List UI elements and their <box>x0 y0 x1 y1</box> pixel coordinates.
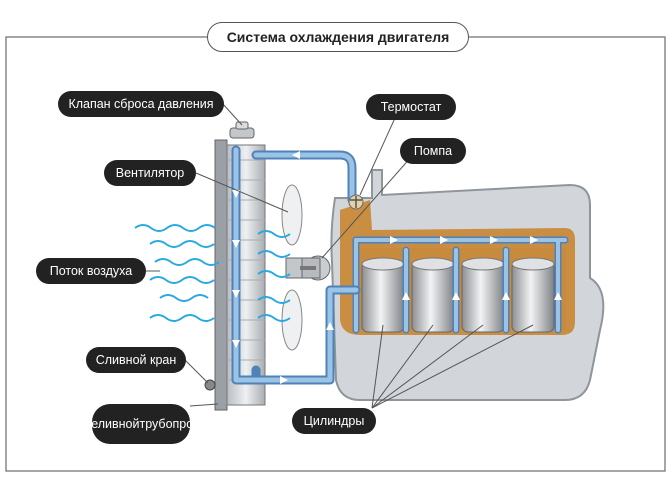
cylinder-2 <box>411 261 455 333</box>
label-drain-valve: Сливной кран <box>86 347 186 373</box>
channel-arrows <box>390 236 562 300</box>
airflow-waves <box>134 224 291 322</box>
coolant-hoses <box>231 145 361 385</box>
label-pump: Помпа <box>400 138 466 164</box>
hose-arrows <box>232 151 334 384</box>
diagram-title: Система охлаждения двигателя <box>207 22 469 52</box>
cylinder-2-top <box>411 257 455 271</box>
label-fan: Вентилятор <box>104 160 196 186</box>
leader-lines <box>146 102 534 409</box>
label-cylinders: Цилиндры <box>292 408 376 434</box>
label-overflow-line1: Переливной <box>68 416 140 431</box>
cylinder-4 <box>511 261 555 333</box>
cylinder-1 <box>361 261 405 333</box>
cylinder-4-top <box>511 257 555 271</box>
label-pressure-valve: Клапан сброса давления <box>58 91 224 117</box>
label-overflow-line2: трубопровод <box>139 416 214 431</box>
fan <box>281 184 316 351</box>
cylinder-1-top <box>361 257 405 271</box>
label-airflow: Поток воздуха <box>36 258 146 284</box>
label-overflow-pipe: Переливной трубопровод <box>68 404 214 444</box>
cylinder-3 <box>461 261 505 333</box>
cylinder-3-top <box>461 257 505 271</box>
thermostat <box>348 194 364 210</box>
label-thermostat: Термостат <box>366 94 456 120</box>
